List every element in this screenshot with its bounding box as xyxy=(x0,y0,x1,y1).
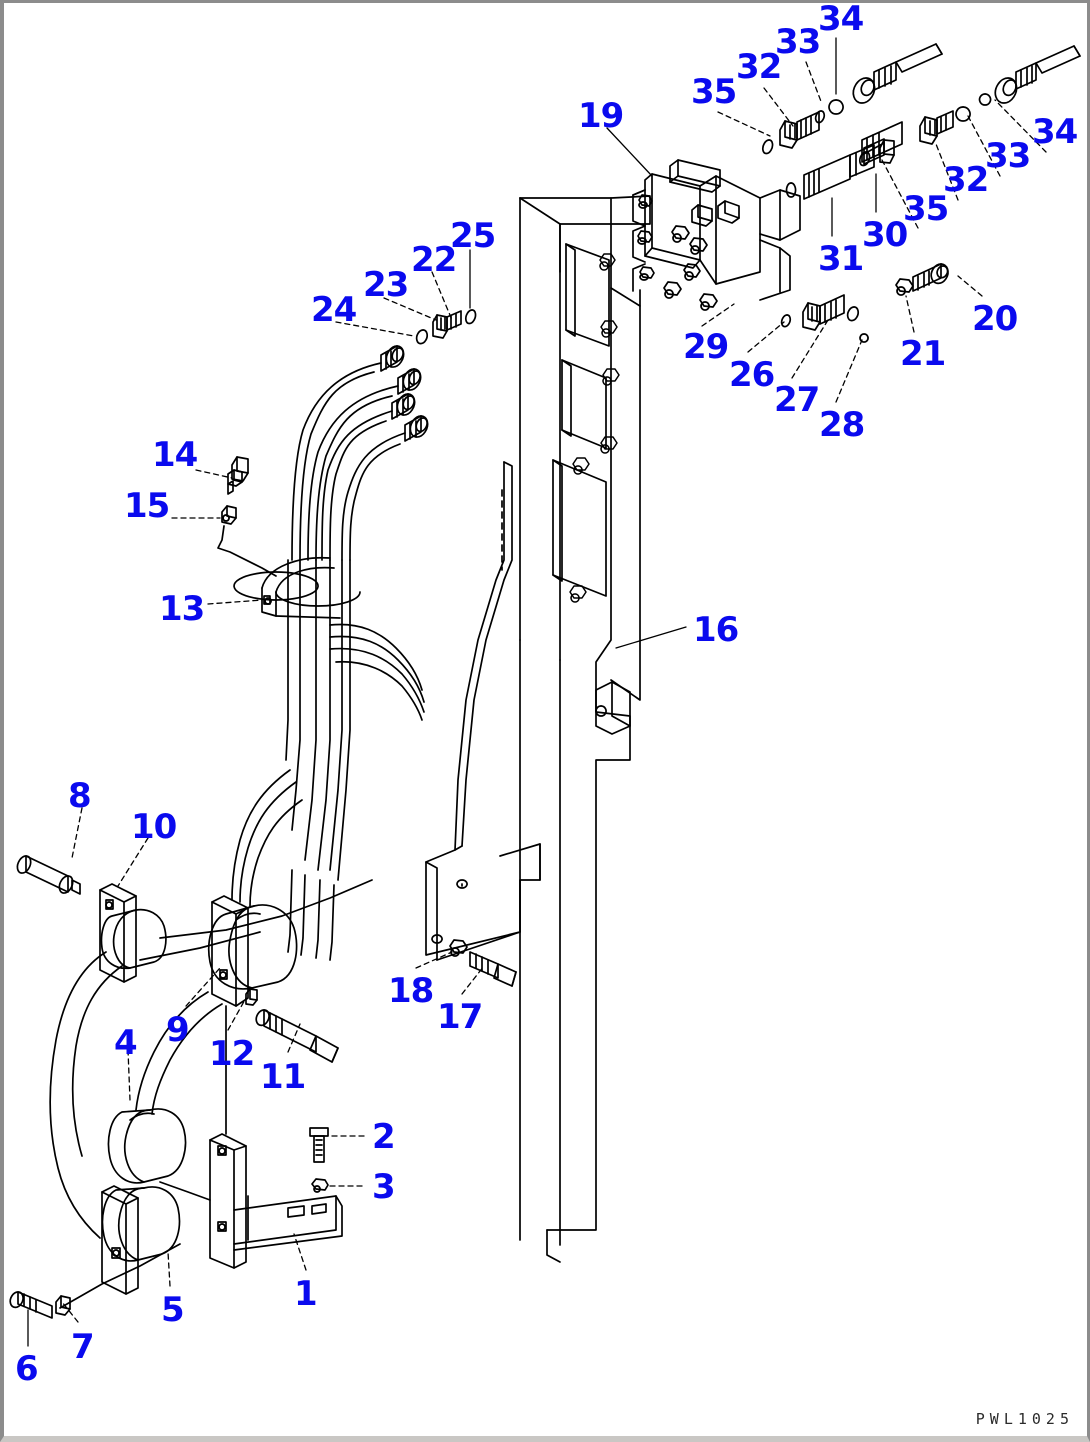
bolt-20-21 xyxy=(895,263,949,296)
callout-number-25: 25 xyxy=(450,216,496,256)
callout-number-29: 29 xyxy=(683,327,729,367)
callout-number-24: 24 xyxy=(311,290,357,330)
fitting-14-15 xyxy=(217,456,277,577)
callout-number-31: 31 xyxy=(818,239,864,279)
callout-number-10: 10 xyxy=(131,807,177,847)
callout-number-33: 33 xyxy=(775,22,821,62)
drawing-code-watermark: PWL1025 xyxy=(975,1410,1074,1428)
callout-number-17: 17 xyxy=(437,997,483,1037)
bolt-17-18 xyxy=(449,939,517,987)
callout-number-22: 22 xyxy=(411,240,457,280)
fitting-chain-upper xyxy=(761,43,943,155)
callout-number-20: 20 xyxy=(972,299,1018,339)
callout-number-2: 2 xyxy=(372,1117,396,1157)
callout-number-4: 4 xyxy=(114,1023,138,1063)
callout-number-21: 21 xyxy=(900,334,946,374)
callout-number-34: 34 xyxy=(818,0,864,39)
clamp-13 xyxy=(261,556,341,619)
callout-number-16: 16 xyxy=(693,610,739,650)
callout-number-32: 32 xyxy=(943,160,989,200)
callout-number-19: 19 xyxy=(578,96,624,136)
callout-number-35: 35 xyxy=(903,189,949,229)
callout-number-14: 14 xyxy=(152,435,198,475)
callout-number-26: 26 xyxy=(729,355,775,395)
callout-number-28: 28 xyxy=(819,405,865,445)
secondary-bracket xyxy=(425,461,541,961)
mount-panel-16 xyxy=(519,195,651,1263)
callout-number-3: 3 xyxy=(372,1167,396,1207)
callout-number-5: 5 xyxy=(161,1290,185,1330)
lower-left-assembly xyxy=(9,855,373,1319)
fitting-chain-lower xyxy=(858,45,1081,167)
callout-number-6: 6 xyxy=(15,1349,39,1389)
callout-number-30: 30 xyxy=(862,215,908,255)
callout-number-23: 23 xyxy=(363,265,409,305)
callout-number-13: 13 xyxy=(159,589,205,629)
callout-number-8: 8 xyxy=(68,776,92,816)
valve-block-19 xyxy=(632,159,801,311)
callout-number-1: 1 xyxy=(294,1274,318,1314)
callout-number-7: 7 xyxy=(71,1327,95,1367)
callout-number-11: 11 xyxy=(260,1057,306,1097)
hose-bundle xyxy=(231,309,477,961)
callout-number-32: 32 xyxy=(736,47,782,87)
callout-number-33: 33 xyxy=(985,136,1031,176)
callout-number-12: 12 xyxy=(209,1034,255,1074)
fitting-chain-26-29 xyxy=(780,294,869,343)
callout-number-35: 35 xyxy=(691,72,737,112)
callout-number-27: 27 xyxy=(774,380,820,420)
tube-30-31 xyxy=(785,144,875,200)
callout-number-34: 34 xyxy=(1032,112,1078,152)
callout-number-9: 9 xyxy=(166,1010,190,1050)
callout-number-15: 15 xyxy=(124,486,170,526)
callout-number-18: 18 xyxy=(388,971,434,1011)
